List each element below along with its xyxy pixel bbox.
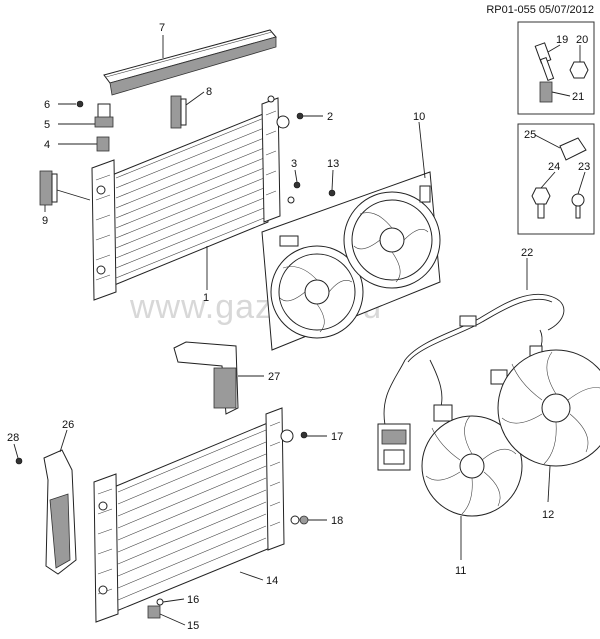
fan-shroud [261,171,441,351]
bolt-28 [15,457,23,465]
callout-28: 28 [7,432,19,444]
callout-23: 23 [578,161,590,173]
bolt-17 [300,431,308,439]
callout-1: 1 [203,292,209,304]
callout-4: 4 [44,139,50,151]
callout-16: 16 [187,594,199,606]
top-cover [103,29,277,96]
callout-2: 2 [327,111,333,123]
bracket-27 [173,341,239,415]
callout-15: 15 [187,620,199,632]
callout-9: 9 [42,215,48,227]
callout-27: 27 [268,371,280,383]
deflector-26 [43,449,77,575]
bolt-13 [328,189,336,197]
callout-6: 6 [44,99,50,111]
callout-10: 10 [413,111,425,123]
bracket-parts [76,100,114,152]
callout-8: 8 [206,86,212,98]
ring-16 [156,598,164,606]
seal-8 [170,95,187,129]
callouts: 7 8 6 5 4 2 3 13 10 9 1 22 27 26 28 17 1… [7,22,590,632]
plug-18 [299,515,309,525]
wiring-harness [377,293,565,471]
lower-radiator [93,407,300,623]
callout-5: 5 [44,119,50,131]
fan-11 [421,415,523,517]
callout-13: 13 [327,158,339,170]
fan-12 [497,349,600,467]
callout-20: 20 [576,34,588,46]
callout-19: 19 [556,34,568,46]
callout-7: 7 [159,22,165,34]
callout-14: 14 [266,575,278,587]
callout-18: 18 [331,515,343,527]
callout-21: 21 [572,91,584,103]
leader-lines [13,35,586,626]
callout-12: 12 [542,509,554,521]
inset-fasteners-bottom [517,123,595,235]
callout-25: 25 [524,129,536,141]
diagram-reference: RP01-055 05/07/2012 [486,4,594,16]
callout-3: 3 [291,158,297,170]
seal-9 [39,170,58,206]
bolt-3 [293,181,301,189]
callout-11: 11 [455,565,466,577]
callout-26: 26 [62,419,74,431]
mount-15 [147,605,161,619]
callout-17: 17 [331,431,343,443]
bolt-2 [296,112,304,120]
upper-radiator [91,95,295,301]
callout-24: 24 [548,161,560,173]
callout-22: 22 [521,247,533,259]
